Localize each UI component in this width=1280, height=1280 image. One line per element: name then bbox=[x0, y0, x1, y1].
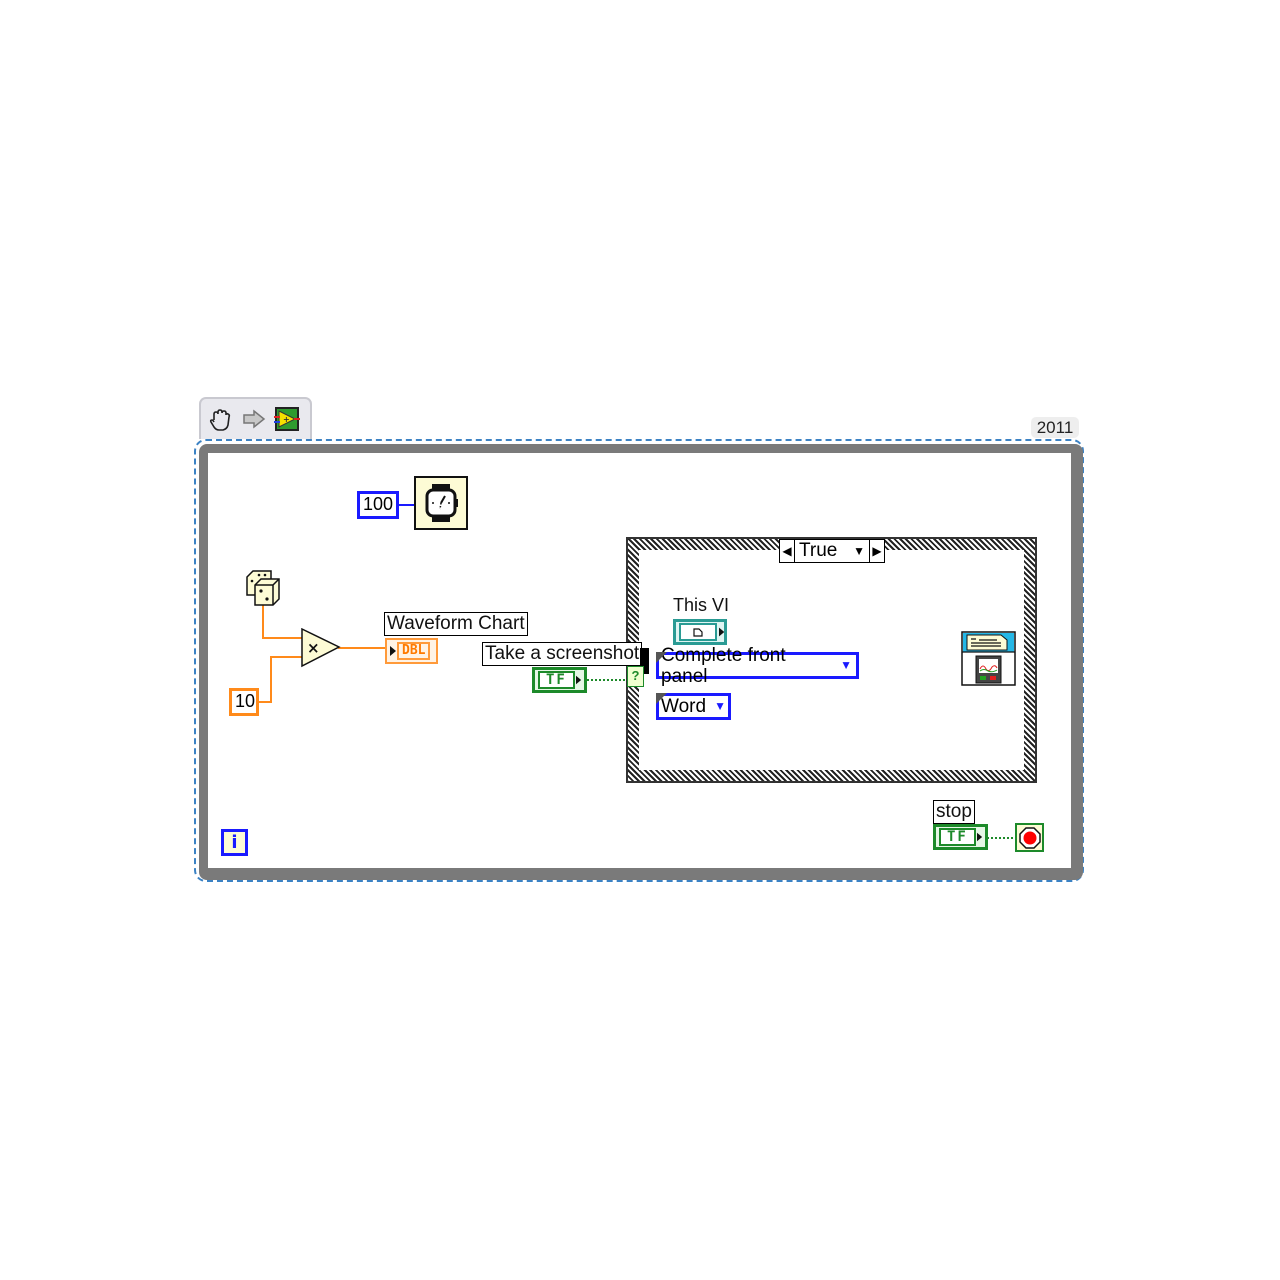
loop-condition-terminal[interactable] bbox=[1015, 823, 1044, 852]
output-arrow-icon bbox=[575, 675, 581, 685]
chevron-down-icon[interactable]: ▼ bbox=[853, 544, 865, 558]
case-prev-button[interactable]: ◀ bbox=[782, 544, 792, 558]
dbl-type-badge: DBL bbox=[397, 642, 431, 660]
report-type-ring[interactable]: Word ▼ bbox=[656, 693, 731, 720]
take-screenshot-terminal[interactable]: TF bbox=[532, 667, 587, 693]
report-type-value: Word bbox=[661, 696, 707, 717]
stop-sign-icon bbox=[1018, 826, 1041, 849]
output-arrow-icon bbox=[718, 627, 724, 637]
vi-snippet-icon: + bbox=[273, 405, 301, 433]
chevron-down-icon[interactable]: ▼ bbox=[714, 699, 726, 713]
vi-reference-icon bbox=[679, 623, 717, 641]
wait-ms-constant[interactable]: 100 bbox=[357, 491, 399, 519]
snippet-tab[interactable]: + bbox=[199, 397, 312, 439]
output-arrow-icon bbox=[976, 832, 982, 842]
report-vi-panel-node[interactable] bbox=[961, 631, 1016, 691]
this-vi-reference[interactable] bbox=[673, 619, 727, 645]
stop-label: stop bbox=[933, 800, 975, 824]
case-selector-value: True bbox=[799, 540, 838, 561]
multiplier-constant[interactable]: 10 bbox=[229, 688, 259, 716]
panel-option-ring[interactable]: Complete front panel ▼ bbox=[656, 645, 859, 687]
stop-button-terminal[interactable]: TF bbox=[933, 824, 988, 850]
snippet-outline bbox=[194, 439, 1084, 882]
case-selector-terminal[interactable]: ? bbox=[627, 666, 644, 687]
label-handle bbox=[640, 648, 649, 674]
take-screenshot-label: Take a screenshot bbox=[482, 642, 643, 666]
svg-text:+: + bbox=[283, 415, 290, 424]
wait-ms-watch-icon bbox=[425, 484, 458, 522]
multiply-node[interactable]: × bbox=[301, 627, 341, 673]
dice-icon bbox=[246, 570, 280, 606]
this-vi-label: This VI bbox=[673, 595, 730, 615]
arrow-right-icon bbox=[240, 405, 268, 433]
tf-type-badge: TF bbox=[939, 828, 976, 846]
panel-option-value: Complete front panel bbox=[661, 644, 786, 687]
case-next-button[interactable]: ▶ bbox=[872, 544, 882, 558]
waveform-chart-label: Waveform Chart bbox=[384, 612, 528, 636]
wait-ms-node[interactable] bbox=[414, 476, 468, 530]
hand-tool-icon[interactable] bbox=[207, 405, 235, 433]
iteration-terminal: i bbox=[221, 829, 248, 856]
wire-constant-10[interactable] bbox=[258, 656, 303, 703]
chevron-down-icon[interactable]: ▼ bbox=[840, 658, 852, 672]
wire-random[interactable] bbox=[262, 603, 303, 639]
random-number-node[interactable] bbox=[245, 569, 281, 612]
multiply-symbol: × bbox=[307, 639, 320, 657]
case-selector[interactable]: ◀ True ▼ ▶ bbox=[779, 539, 885, 563]
version-badge: 2011 bbox=[1031, 417, 1079, 438]
tf-type-badge: TF bbox=[538, 671, 575, 689]
easy-print-vi-panel-icon bbox=[961, 631, 1016, 686]
waveform-chart-terminal[interactable]: DBL bbox=[385, 638, 438, 664]
input-arrow-icon bbox=[390, 646, 396, 656]
